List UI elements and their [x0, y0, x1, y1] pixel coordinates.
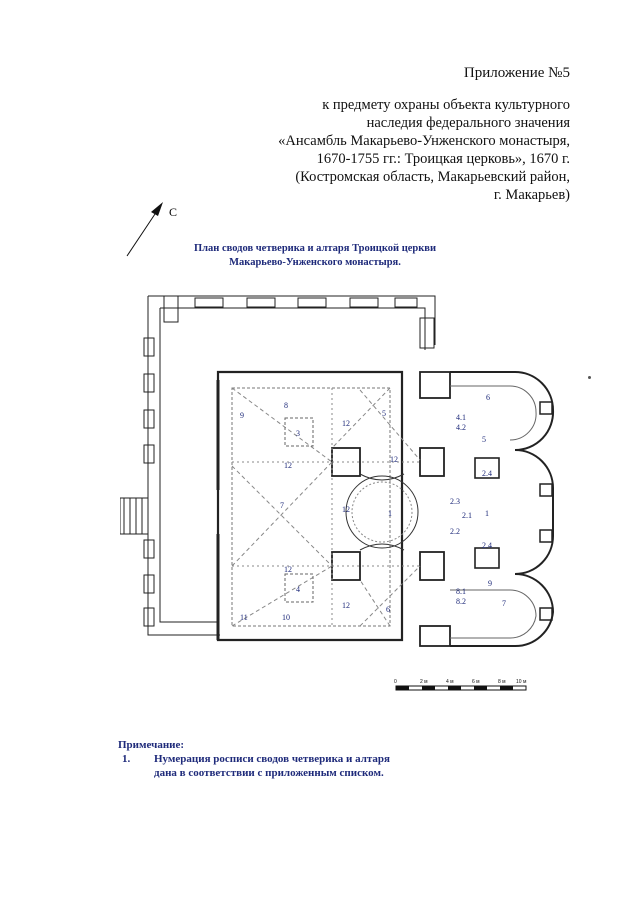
note-item-line2: дана в соответствии с приложенным списко…	[154, 767, 384, 779]
note-item-text: Нумерация росписи сводов четверика и алт…	[154, 752, 434, 780]
vault-label: 11	[240, 613, 248, 622]
scale-tick: 8 м	[498, 679, 506, 685]
note-section: Примечание: 1. Нумерация росписи сводов …	[118, 738, 434, 780]
window	[143, 539, 155, 559]
scale-tick: 4 м	[446, 679, 454, 685]
quadrangle-wall	[216, 370, 404, 642]
scale-tick: 2 м	[420, 679, 428, 685]
window	[143, 337, 155, 357]
header-line: «Ансамбль Макарьево-Унженского монастыря…	[278, 133, 570, 149]
window	[246, 297, 276, 308]
header-line: наследия федерального значения	[366, 115, 570, 131]
note-item-line1: Нумерация росписи сводов четверика и алт…	[154, 753, 390, 765]
vault-label: 9	[488, 579, 492, 588]
vault-label: 8.1	[456, 587, 466, 596]
window	[297, 297, 327, 308]
vault-label: 2.1	[462, 511, 472, 520]
vault-label: 9	[240, 411, 244, 420]
scale-bar: 0 2 м 4 м 6 м 8 м 10 м	[394, 679, 527, 691]
note-item-number: 1.	[122, 753, 131, 765]
vault-label: 12	[390, 455, 398, 464]
vault-label: 2.2	[450, 527, 460, 536]
vault-label: 4.1	[456, 413, 466, 422]
vault-label: 4.2	[456, 423, 466, 432]
plan-title-line1: План сводов четверика и алтаря Троицкой …	[193, 243, 437, 254]
vault-label: 6	[386, 605, 390, 614]
note-heading: Примечание:	[118, 739, 185, 751]
scale-tick: 0	[394, 679, 397, 685]
scale-tick: 6 м	[472, 679, 480, 685]
vault-label: 8	[284, 401, 288, 410]
north-arrow-icon: С	[126, 202, 177, 257]
pier	[331, 551, 361, 581]
appendix-number: Приложение №5	[463, 65, 570, 81]
vault-label: 2.4	[482, 469, 492, 478]
note-item: 1. Нумерация росписи сводов четверика и …	[118, 752, 434, 780]
header-line: (Костромская область, Макарьевский район…	[295, 169, 570, 185]
pier	[419, 447, 445, 477]
vault-label: 12	[284, 461, 292, 470]
vault-label: 12	[342, 505, 350, 514]
gallery-outer-wall	[147, 295, 436, 636]
gallery-inner-wall	[159, 307, 426, 623]
window	[143, 574, 155, 594]
window	[143, 444, 155, 464]
vault-label: 12	[284, 565, 292, 574]
plan-title: План сводов четверика и алтаря Троицкой …	[180, 242, 450, 270]
porch	[120, 497, 149, 535]
window	[143, 373, 155, 393]
pier	[419, 551, 445, 581]
scan-speck	[588, 376, 591, 379]
window	[394, 297, 418, 308]
vault-label: 12	[342, 601, 350, 610]
header-line: 1670-1755 гг.: Троицкая церковь», 1670 г…	[316, 151, 570, 167]
vault-label: 5	[482, 435, 486, 444]
vault-label: 6	[486, 393, 490, 402]
header-line: г. Макарьев)	[493, 187, 570, 203]
window	[143, 409, 155, 429]
vault-label: 1	[388, 509, 392, 518]
plan-title-line2: Макарьево-Унженского монастыря.	[229, 257, 401, 268]
vault-label: 10	[282, 613, 290, 622]
window	[349, 297, 379, 308]
vault-label: 2.4	[482, 541, 492, 550]
vault-plan-drawing: 1 1 3 4 5 5 6 6 7 7 8 9 9 10 11 12 12 12…	[120, 295, 555, 648]
header-line: к предмету охраны объекта культурного	[322, 97, 570, 113]
window	[194, 297, 224, 308]
vault-label: 7	[502, 599, 506, 608]
vault-label: 8.2	[456, 597, 466, 606]
vault-label: 5	[382, 409, 386, 418]
vault-label: 4	[296, 585, 300, 594]
vault-label: 2.3	[450, 497, 460, 506]
north-letter: С	[169, 205, 177, 219]
document-header: к предмету охраны объекта культурного на…	[230, 96, 570, 204]
vault-label: 3	[296, 429, 300, 438]
window	[143, 607, 155, 627]
pier	[331, 447, 361, 477]
vault-label: 1	[485, 509, 489, 518]
scale-tick: 10 м	[516, 679, 527, 685]
vault-label: 7	[280, 501, 284, 510]
vault-label: 12	[342, 419, 350, 428]
